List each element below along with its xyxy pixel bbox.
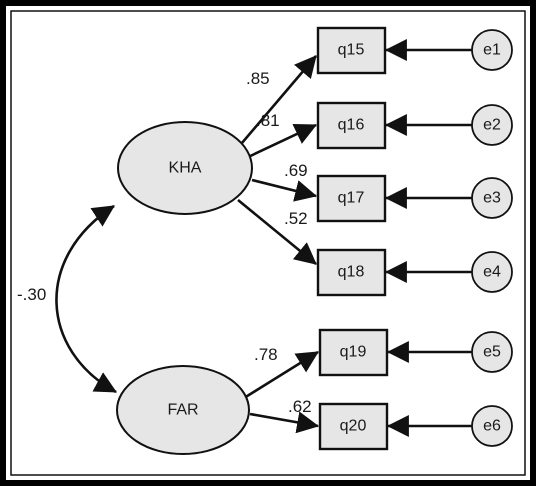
correlation-label: -.30: [17, 285, 46, 304]
indicator-label-q17: q17: [338, 190, 365, 207]
indicator-label-q15: q15: [338, 42, 365, 59]
indicator-q20: q20: [318, 402, 389, 451]
loading-label-q20: .62: [288, 397, 312, 416]
factor-label-KHA: KHA: [169, 160, 202, 177]
loading-path-q17: [251, 178, 318, 202]
error-e4: e4: [471, 251, 513, 293]
diagram-inner-border: [10, 10, 526, 476]
error-label-e3: e3: [483, 190, 501, 207]
error-e3: e3: [471, 177, 513, 219]
error-label-e6: e6: [483, 418, 501, 435]
error-e5: e5: [471, 331, 513, 373]
loading-path-q15: [235, 55, 317, 151]
factor-KHA: KHA: [117, 121, 253, 215]
loading-label-q18: .52: [284, 209, 308, 228]
indicator-label-q16: q16: [338, 117, 365, 134]
factor-FAR: FAR: [116, 365, 250, 455]
indicator-q17: q17: [316, 174, 387, 223]
indicator-q15: q15: [316, 26, 387, 75]
indicator-label-q19: q19: [340, 344, 367, 361]
loading-path-q20: [249, 411, 320, 434]
error-label-e1: e1: [483, 42, 501, 59]
correlation-path: [55, 204, 117, 394]
indicator-label-q20: q20: [340, 418, 367, 435]
loading-label-q17: .69: [284, 161, 308, 180]
error-e6: e6: [471, 405, 513, 447]
error-label-e2: e2: [483, 117, 501, 134]
loading-path-q19: [243, 350, 319, 400]
error-e2: e2: [471, 104, 513, 146]
error-label-e4: e4: [483, 264, 501, 281]
loading-label-q16: .81: [256, 111, 280, 130]
loading-label-q19: .78: [254, 345, 278, 364]
indicator-q18: q18: [316, 248, 387, 297]
indicator-label-q18: q18: [338, 264, 365, 281]
error-label-e5: e5: [483, 344, 501, 361]
error-e1: e1: [471, 29, 513, 71]
loading-path-q18: [237, 198, 317, 266]
loading-path-q16: [245, 123, 317, 160]
indicator-q16: q16: [316, 101, 387, 150]
loading-label-q15: .85: [246, 69, 270, 88]
indicator-q19: q19: [318, 328, 389, 377]
factor-label-FAR: FAR: [167, 402, 198, 419]
